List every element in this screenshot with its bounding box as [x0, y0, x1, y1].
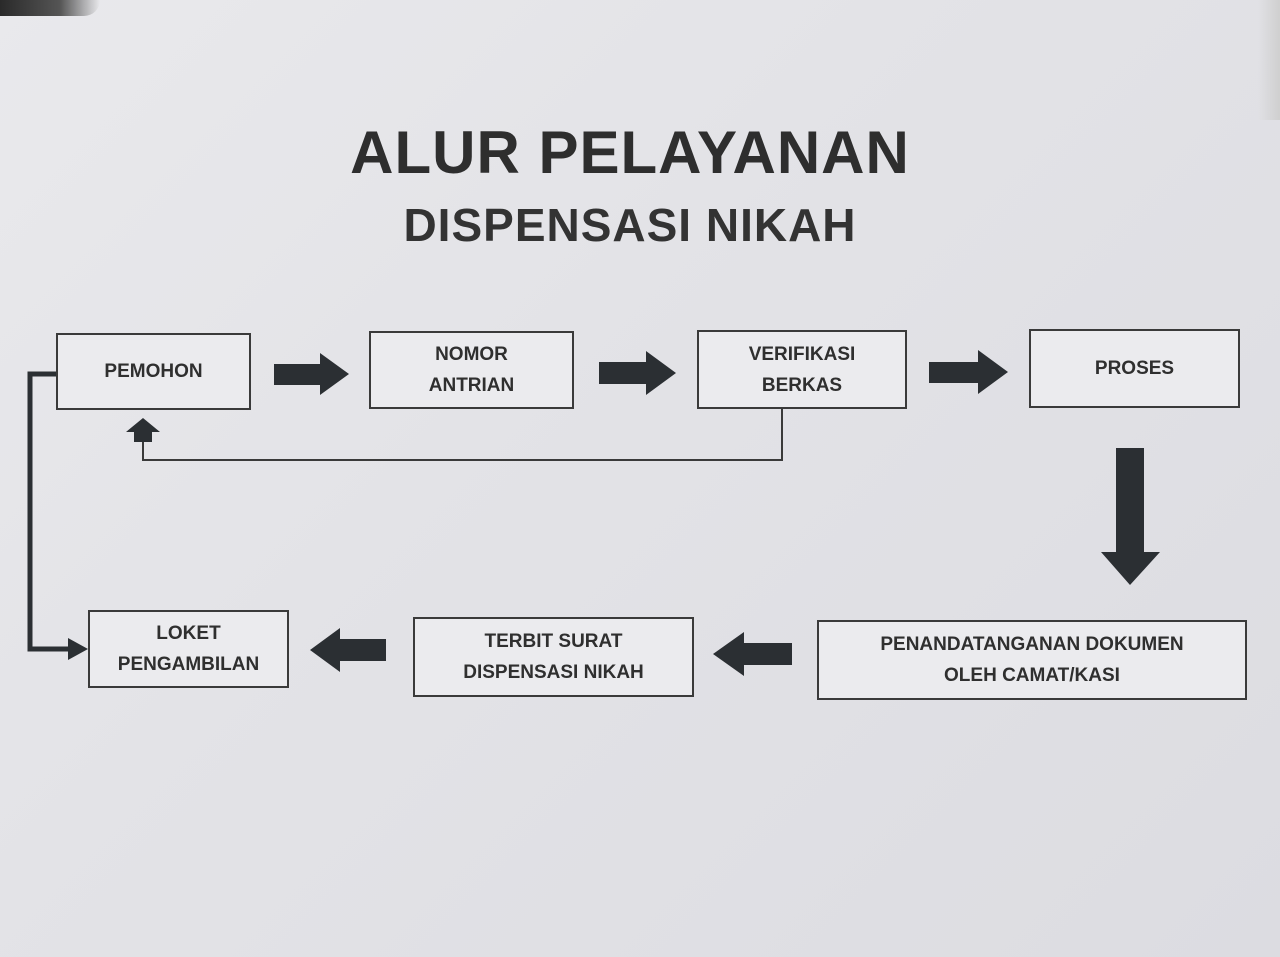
- step-terbit-surat-line-2: DISPENSASI NIKAH: [463, 662, 644, 683]
- step-nomor-antrian-line-1: NOMOR: [435, 344, 508, 365]
- step-proses: PROSES: [1029, 329, 1240, 408]
- arrow-up-icon: [126, 418, 160, 442]
- step-penandatanganan-line-2: OLEH CAMAT/KASI: [944, 665, 1120, 686]
- step-penandatanganan-line-1: PENANDATANGANAN DOKUMEN: [880, 634, 1184, 655]
- arrow-right-icon: [929, 350, 1008, 394]
- step-verifikasi-berkas: VERIFIKASI BERKAS: [697, 330, 907, 409]
- step-pemohon: PEMOHON: [56, 333, 251, 410]
- arrow-right-icon: [274, 353, 349, 395]
- photo-edge-shadow: [1258, 0, 1280, 120]
- arrow-right-icon: [68, 638, 88, 660]
- step-loket-pengambilan: LOKET PENGAMBILAN: [88, 610, 289, 688]
- step-verifikasi-berkas-line-2: BERKAS: [761, 374, 843, 396]
- arrow-down-icon: [1101, 448, 1160, 585]
- arrow-left-icon: [713, 632, 792, 676]
- step-pemohon-line-1: PEMOHON: [104, 361, 203, 382]
- step-proses-line-1: PROSES: [1094, 358, 1175, 379]
- step-nomor-antrian-line-2: ANTRIAN: [428, 375, 515, 396]
- return-connector-line: [142, 409, 783, 461]
- arrow-right-icon: [599, 351, 676, 395]
- step-nomor-antrian: NOMOR ANTRIAN: [369, 331, 574, 409]
- step-terbit-surat-line-1: TERBIT SURAT: [484, 631, 623, 652]
- side-connector-line: [27, 371, 70, 652]
- step-terbit-surat: TERBIT SURAT DISPENSASI NIKAH: [413, 617, 694, 697]
- photo-corner-shadow: [0, 0, 100, 16]
- step-loket-pengambilan-line-2: PENGAMBILAN: [117, 654, 260, 675]
- diagram-subtitle: DISPENSASI NIKAH: [403, 199, 857, 251]
- step-penandatanganan: PENANDATANGANAN DOKUMEN OLEH CAMAT/KASI: [817, 620, 1247, 700]
- diagram-title: ALUR PELAYANAN: [350, 119, 910, 186]
- step-verifikasi-berkas-line-1: VERIFIKASI: [748, 343, 856, 365]
- step-loket-pengambilan-line-1: LOKET: [156, 623, 221, 644]
- arrow-left-icon: [310, 628, 386, 672]
